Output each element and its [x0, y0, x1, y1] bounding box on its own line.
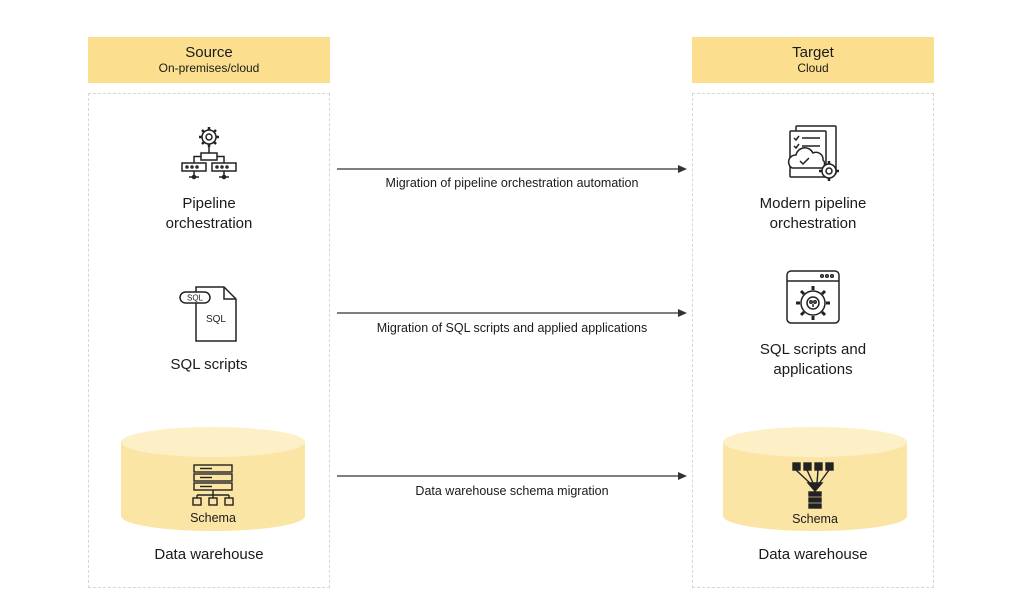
source-sql-label: SQL scripts	[170, 356, 248, 373]
migration-label-2: Migration of SQL scripts and applied app…	[376, 321, 648, 335]
target-pipeline-label: Modern pipeline orchestration	[759, 195, 867, 232]
migration-arrow-3	[337, 472, 687, 480]
sql-badge-text: SQL	[187, 294, 204, 303]
database-cylinder-icon: Schema	[723, 427, 907, 531]
migration-arrow-1	[337, 165, 687, 173]
source-header: Source On-premises/cloud	[88, 37, 330, 83]
target-header: Target Cloud	[692, 37, 934, 83]
target-sql-label: SQL scripts and applications	[759, 341, 867, 378]
source-dw-label: Data warehouse	[154, 546, 264, 563]
target-schema-label: Schema	[792, 512, 838, 526]
source-pipeline-label: Pipeline orchestration	[165, 195, 253, 232]
migration-label-3: Data warehouse schema migration	[415, 484, 609, 498]
target-dw-label: Data warehouse	[758, 546, 868, 563]
pipeline-gear-icon	[181, 127, 237, 180]
migration-arrow-2	[337, 309, 687, 317]
source-schema-label: Schema	[190, 511, 236, 525]
target-title: Target	[792, 44, 834, 61]
browser-gear-icon	[786, 270, 840, 324]
database-cylinder-icon: Schema	[121, 427, 305, 531]
target-subtitle: Cloud	[797, 61, 829, 75]
source-subtitle: On-premises/cloud	[158, 61, 260, 75]
cloud-checklist-gear-icon	[787, 125, 839, 181]
migration-label-1: Migration of pipeline orchestration auto…	[385, 176, 639, 190]
target-panel	[692, 93, 934, 588]
source-title: Source	[185, 44, 233, 61]
sql-file-text: SQL	[206, 314, 226, 325]
source-panel	[88, 93, 330, 588]
sql-file-icon: SQL SQL	[179, 286, 237, 342]
